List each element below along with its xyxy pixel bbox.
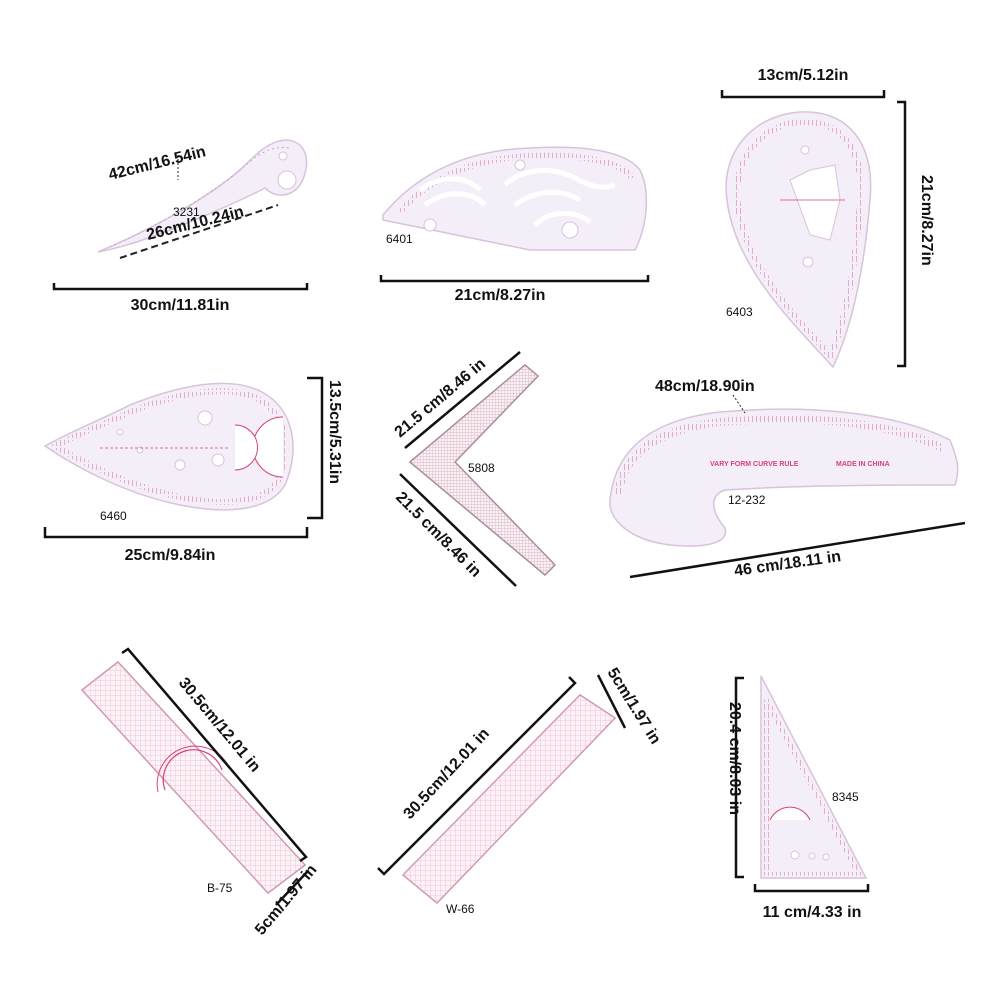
ruler-5808: 5808 21.5 cm/8.46 in 21.5 cm/8.46 in [392,351,557,587]
ruler-12232-model: 12-232 [728,493,766,507]
ruler-6460-width-label: 25cm/9.84in [125,547,216,564]
ruler-w66-model: W-66 [446,902,475,916]
ruler-6403-top-label: 13cm/5.12in [758,67,849,84]
ruler-6460-height-label: 13.5cm/5.31in [326,380,343,484]
ruler-8345-body [760,675,868,879]
ruler-b75-model: B-75 [207,881,233,895]
ruler-12232: VARY FORM CURVE RULE MADE IN CHINA 48cm/… [609,378,966,580]
ruler-6403: 6403 13cm/5.12in 21cm/8.27in [720,67,935,369]
ruler-3231-length-label: 42cm/16.54in [107,143,208,184]
ruler-w66-body [401,694,617,905]
ruler-6460-model: 6460 [100,509,127,523]
ruler-8345: 8345 20.4 cm/8.03 in 11 cm/4.33 in [726,675,870,921]
ruler-8345-model: 8345 [832,790,859,804]
ruler-w66: W-66 30.5cm/12.01 in 5cm/1.97 in [377,665,664,916]
ruler-12232-chord-label: 46 cm/18.11 in [733,548,842,580]
ruler-6403-height-label: 21cm/8.27in [918,175,935,266]
ruler-6401-width-label: 21cm/8.27in [455,287,546,304]
ruler-12232-arc-label: 48cm/18.90in [655,378,755,395]
ruler-6460: 6460 13.5cm/5.31in 25cm/9.84in [43,376,343,564]
ruler-12232-made-in: MADE IN CHINA [836,461,890,468]
ruler-b75-body [80,660,307,895]
ruler-3231-body [97,139,308,253]
ruler-8345-height-label: 20.4 cm/8.03 in [726,702,743,815]
ruler-5808-model: 5808 [468,461,495,475]
ruler-6401-model: 6401 [386,232,413,246]
ruler-3231-model: 3231 [173,205,200,219]
ruler-12232-print: VARY FORM CURVE RULE [710,461,799,468]
ruler-6401: 6401 21cm/8.27in [379,146,650,304]
ruler-3231: 42cm/16.54in 3231 26cm/10.24in 30cm/11.8… [52,139,309,314]
ruler-3231-width-label: 30cm/11.81in [131,297,230,314]
ruler-8345-base-label: 11 cm/4.33 in [763,904,862,921]
ruler-12232-body [609,408,959,547]
ruler-6403-model: 6403 [726,305,753,319]
ruler-6460-body [43,382,294,511]
ruler-5808-body [408,364,557,577]
ruler-b75: B-75 30.5cm/12.01 in 5cm/1.97 in [80,647,321,939]
